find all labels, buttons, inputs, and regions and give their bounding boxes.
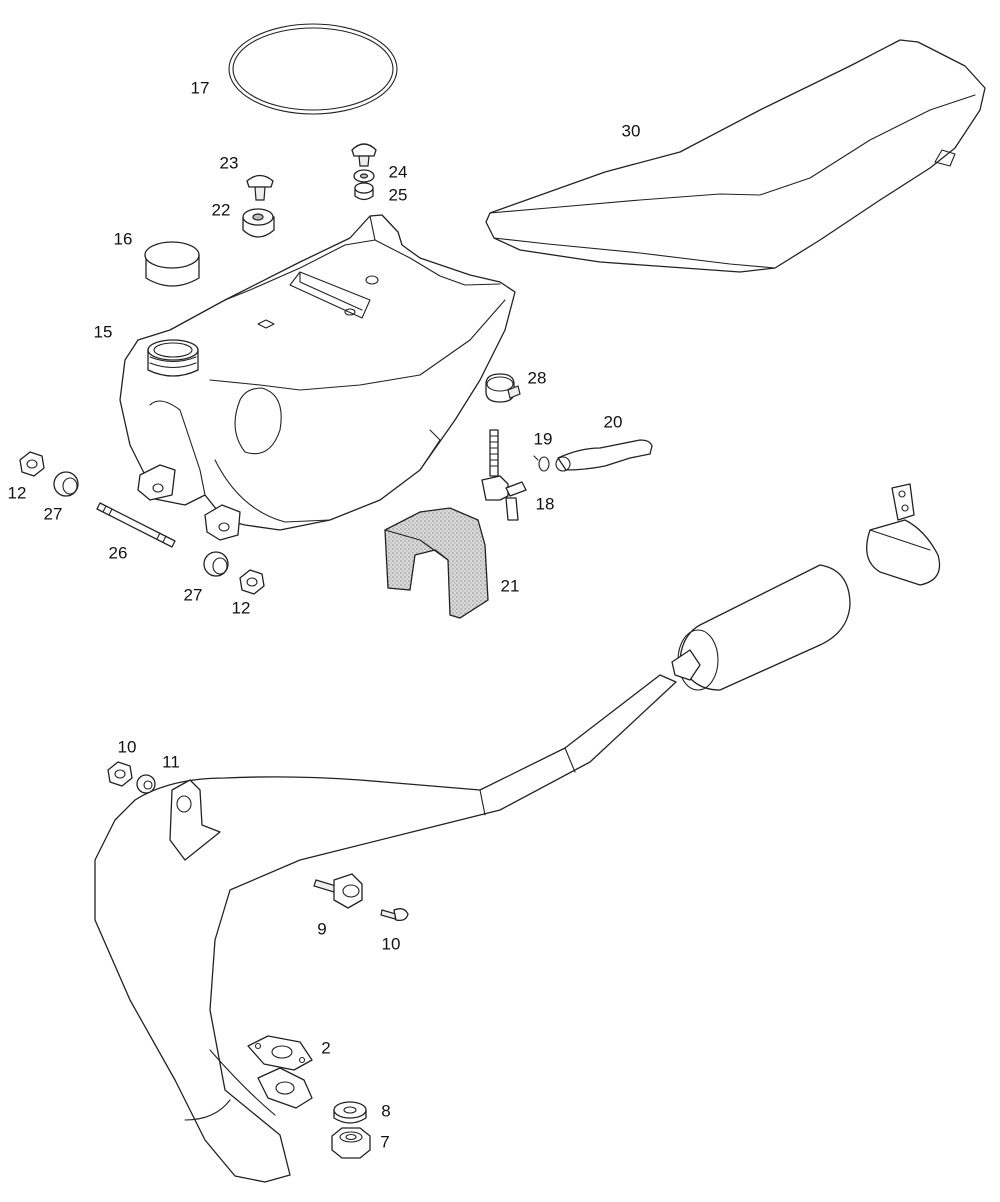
callout-hose-clip: 19	[534, 429, 553, 448]
callout-tank-cap: 16	[114, 229, 133, 248]
callout-stud: 26	[109, 543, 128, 562]
gasket	[247, 1035, 313, 1071]
washer-left	[242, 208, 275, 238]
callout-spacer: 9	[317, 919, 326, 938]
callout-washer-flange: 8	[381, 1101, 390, 1120]
stud	[96, 502, 176, 548]
callout-screw-exhaust: 10	[382, 934, 401, 953]
callout-bush-bottom: 27	[184, 585, 203, 604]
washer-exhaust-top	[136, 774, 156, 794]
muffler-clamp	[866, 483, 941, 586]
seal-ring	[228, 23, 398, 115]
spacer	[313, 873, 363, 909]
callout-washer-exhaust-top: 11	[162, 752, 180, 771]
fuel-tap	[481, 429, 527, 521]
bush-left	[53, 471, 79, 497]
bush-bottom	[203, 551, 229, 577]
nut-left	[19, 451, 45, 477]
callout-screw-right: 24	[389, 162, 408, 181]
screw-exhaust	[380, 908, 409, 922]
screw-left	[246, 174, 274, 201]
callout-fuel-tap: 18	[536, 494, 555, 513]
callout-nut-flange: 7	[380, 1132, 389, 1151]
hose-clip-top	[485, 373, 521, 403]
tank-cap	[144, 241, 200, 287]
foam-pad	[384, 507, 489, 619]
callout-foam-pad: 21	[501, 576, 520, 595]
callout-nut-bottom: 12	[232, 598, 251, 617]
nut-exhaust-top	[107, 761, 133, 787]
washer-flange	[333, 1101, 367, 1124]
washer-right	[353, 169, 375, 201]
callout-bush-left: 27	[44, 504, 63, 523]
callout-washer-right: 25	[389, 185, 408, 204]
fuel-hose	[555, 439, 653, 472]
callout-seal-ring: 17	[191, 78, 210, 97]
callout-nut-exhaust-top: 10	[118, 737, 137, 756]
callout-fuel-hose: 20	[604, 412, 623, 431]
exhaust-pipe	[94, 564, 851, 1183]
nut-flange	[331, 1127, 371, 1159]
callout-fuel-tank: 15	[94, 322, 113, 341]
hose-clip	[533, 455, 550, 472]
seat	[485, 39, 986, 273]
callout-hose-clip-top: 28	[528, 368, 547, 387]
fuel-tank	[119, 214, 516, 541]
nut-bottom	[239, 569, 265, 595]
callout-gasket: 2	[321, 1038, 330, 1057]
callout-seat: 30	[622, 121, 641, 140]
screw-right	[351, 143, 377, 167]
callout-nut-left: 12	[8, 483, 27, 502]
callout-screw-left: 23	[220, 153, 239, 172]
callout-washer-left: 22	[212, 200, 231, 219]
